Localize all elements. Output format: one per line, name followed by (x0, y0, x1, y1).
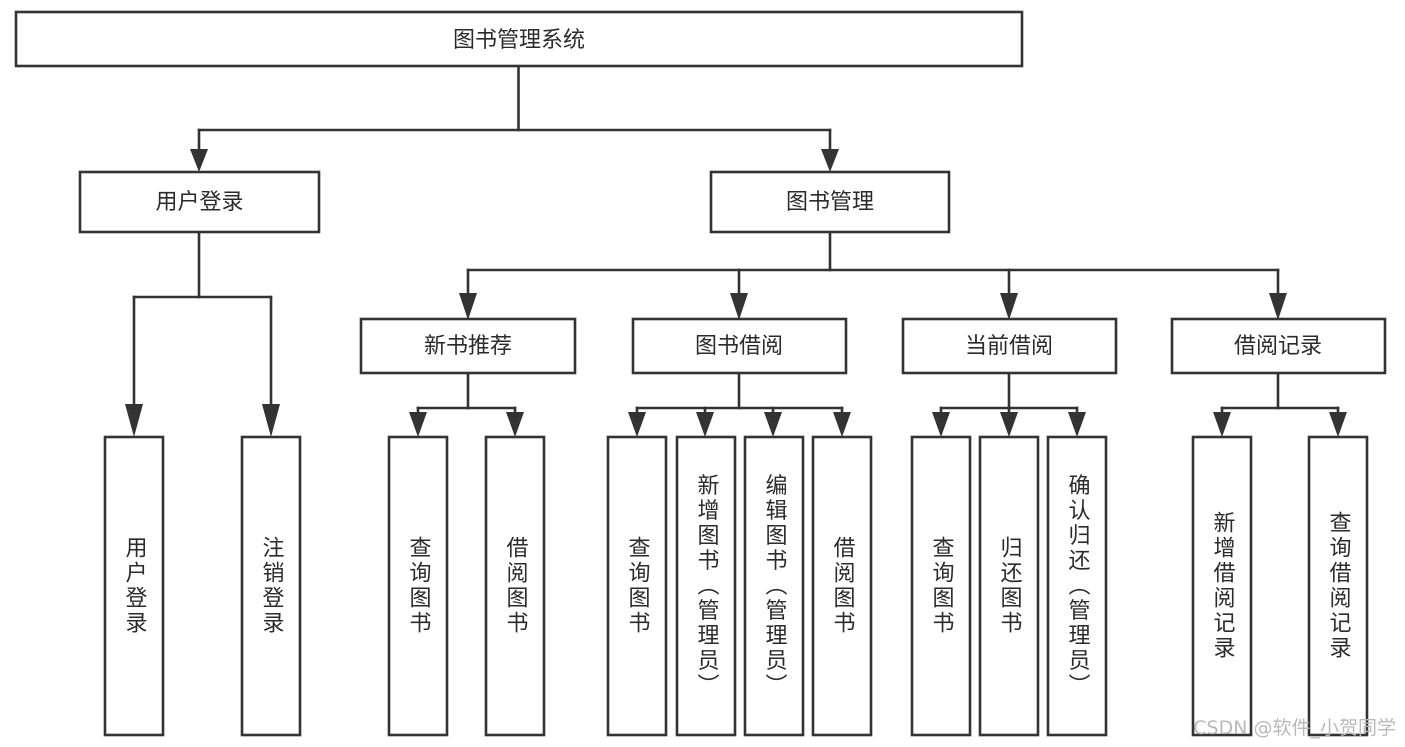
node-user-login-box[interactable] (78, 170, 321, 234)
node-leaf-confirm-return[interactable]: 确认归还（管理员） (1046, 435, 1108, 737)
node-leaf-query-book-2[interactable]: 查询图书 (606, 435, 668, 737)
arrow-to-bookborrow (730, 293, 748, 320)
arrow-to-query-book-1 (409, 412, 427, 437)
node-leaf-logout-box[interactable] (240, 435, 302, 737)
node-leaf-user-login[interactable]: 用户登录 (103, 435, 165, 737)
node-leaf-borrow-book-2[interactable]: 借阅图书 (811, 435, 873, 737)
node-new-book-recommend[interactable]: 新书推荐 (359, 317, 577, 375)
node-borrow-record-label: 借阅记录 (1234, 334, 1322, 359)
node-leaf-edit-book[interactable]: 编辑图书（管理员） (743, 435, 805, 737)
node-leaf-add-record-box[interactable] (1191, 435, 1253, 737)
node-current-borrow-label: 当前借阅 (965, 334, 1053, 359)
arrow-to-leaf-user-login (125, 404, 143, 437)
node-leaf-edit-book-label: 编辑图书（管理员） (762, 474, 788, 699)
node-leaf-query-book-1-box[interactable] (387, 435, 449, 737)
arrow-to-borrow-book-2 (833, 412, 851, 437)
arrow-root-to-bookmanage (821, 149, 839, 172)
arrow-to-return-book (1000, 412, 1018, 437)
node-leaf-add-record-label: 新增借阅记录 (1210, 511, 1236, 661)
node-leaf-query-book-3[interactable]: 查询图书 (910, 435, 972, 737)
node-leaf-logout-label: 注销登录 (259, 536, 285, 636)
arrow-to-query-record (1329, 412, 1347, 437)
node-new-book-recommend-box[interactable] (359, 317, 577, 375)
node-leaf-query-record[interactable]: 查询借阅记录 (1307, 435, 1369, 737)
arrow-to-newbook (459, 293, 477, 320)
node-borrow-record-box[interactable] (1170, 317, 1387, 375)
node-book-borrow-box[interactable] (631, 317, 848, 375)
node-leaf-query-book-1[interactable]: 查询图书 (387, 435, 449, 737)
connector-layer (125, 64, 1347, 437)
node-leaf-borrow-book-2-label: 借阅图书 (830, 536, 856, 636)
node-leaf-borrow-book-1-box[interactable] (484, 435, 546, 737)
arrow-to-query-book-3 (932, 412, 950, 437)
node-leaf-query-book-2-label: 查询图书 (625, 536, 651, 636)
node-leaf-query-record-label: 查询借阅记录 (1326, 511, 1352, 661)
node-leaf-query-book-3-box[interactable] (910, 435, 972, 737)
watermark-label: CSDN @软件_小贺同学 (1193, 717, 1396, 739)
node-user-login[interactable]: 用户登录 (78, 170, 321, 234)
arrow-to-leaf-logout (262, 404, 280, 437)
node-leaf-confirm-return-label: 确认归还（管理员） (1065, 474, 1091, 699)
node-current-borrow[interactable]: 当前借阅 (901, 317, 1118, 375)
node-leaf-query-record-box[interactable] (1307, 435, 1369, 737)
arrow-to-add-book (696, 412, 714, 437)
node-leaf-query-book-3-label: 查询图书 (929, 536, 955, 636)
node-book-borrow-label: 图书借阅 (695, 334, 783, 359)
arrow-to-query-book-2 (628, 412, 646, 437)
arrow-root-to-userlogin (190, 149, 208, 172)
node-new-book-recommend-label: 新书推荐 (424, 334, 512, 359)
node-leaf-return-book[interactable]: 归还图书 (978, 435, 1040, 737)
node-leaf-return-book-label: 归还图书 (997, 536, 1023, 636)
node-leaf-confirm-return-box[interactable] (1046, 435, 1108, 737)
node-leaf-add-book[interactable]: 新增图书（管理员） (675, 435, 737, 737)
node-leaf-return-book-box[interactable] (978, 435, 1040, 737)
node-book-manage[interactable]: 图书管理 (709, 170, 951, 234)
node-leaf-add-book-box[interactable] (675, 435, 737, 737)
node-book-manage-box[interactable] (709, 170, 951, 234)
node-leaf-query-book-2-box[interactable] (606, 435, 668, 737)
node-leaf-borrow-book-1[interactable]: 借阅图书 (484, 435, 546, 737)
node-leaf-user-login-box[interactable] (103, 435, 165, 737)
node-leaf-user-login-label: 用户登录 (122, 536, 148, 636)
node-root-label: 图书管理系统 (453, 28, 585, 53)
node-user-login-label: 用户登录 (155, 190, 243, 215)
arrow-to-borrow-book-1 (506, 412, 524, 437)
node-leaf-add-record[interactable]: 新增借阅记录 (1191, 435, 1253, 737)
node-borrow-record[interactable]: 借阅记录 (1170, 317, 1387, 375)
arrow-to-add-record (1213, 412, 1231, 437)
arrow-to-confirm-return (1068, 412, 1086, 437)
arrow-to-currentborrow (1000, 293, 1018, 320)
node-leaf-logout[interactable]: 注销登录 (240, 435, 302, 737)
node-book-borrow[interactable]: 图书借阅 (631, 317, 848, 375)
node-leaf-add-book-label: 新增图书（管理员） (694, 474, 720, 699)
arrow-to-edit-book (764, 412, 782, 437)
node-current-borrow-box[interactable] (901, 317, 1118, 375)
node-leaf-borrow-book-2-box[interactable] (811, 435, 873, 737)
node-root[interactable]: 图书管理系统 (14, 10, 1024, 68)
node-leaf-query-book-1-label: 查询图书 (406, 536, 432, 636)
node-root-box[interactable] (14, 10, 1024, 68)
node-leaf-borrow-book-1-label: 借阅图书 (503, 536, 529, 636)
arrow-to-borrowrecord (1269, 293, 1287, 320)
node-book-manage-label: 图书管理 (786, 190, 874, 215)
node-leaf-edit-book-box[interactable] (743, 435, 805, 737)
